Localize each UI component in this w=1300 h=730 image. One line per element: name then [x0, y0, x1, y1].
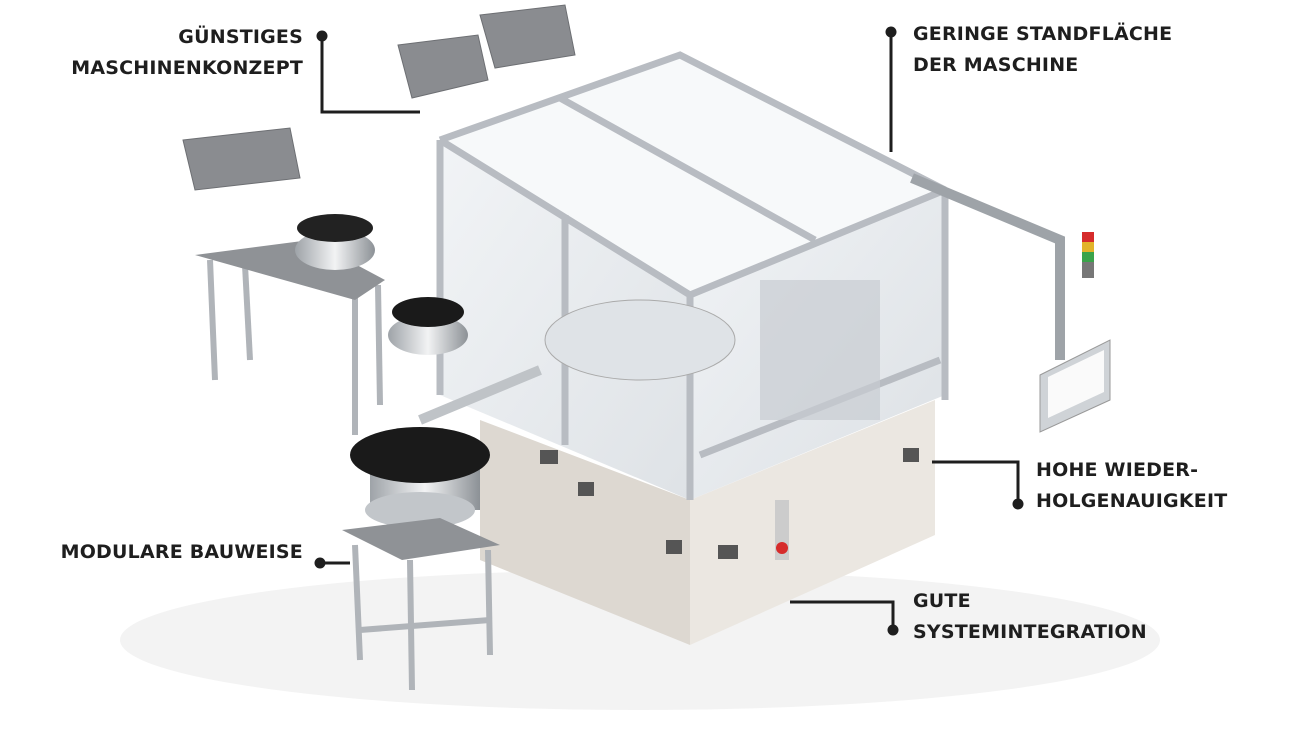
callout-dot: [887, 624, 899, 636]
callout-dot: [1012, 498, 1024, 510]
label-line: SYSTEMINTEGRATION: [913, 621, 1147, 643]
machine-base-cabinet: [480, 400, 935, 645]
label-high-repeatability: HOHE WIEDER- HOLGENAUIGKEIT: [1036, 455, 1227, 517]
label-line: GÜNSTIGES: [178, 26, 303, 48]
left-feeder-table: [207, 259, 383, 435]
signal-lamp-green: [1082, 252, 1094, 262]
label-line: MODULARE BAUWEISE: [60, 541, 303, 563]
label-line: GERINGE STANDFLÄCHE: [913, 23, 1173, 45]
machine-enclosure: [436, 51, 949, 500]
label-line: MASCHINENKONZEPT: [71, 57, 303, 79]
label-system-integration: GUTE SYSTEMINTEGRATION: [913, 586, 1147, 648]
callout-dot: [885, 26, 897, 38]
label-line: HOHE WIEDER-: [1036, 459, 1199, 481]
label-line: GUTE: [913, 590, 971, 612]
label-small-footprint: GERINGE STANDFLÄCHE DER MASCHINE: [913, 19, 1172, 81]
hoppers: [182, 4, 576, 191]
hmi-arm: [910, 173, 1111, 433]
label-cost-effective-concept: GÜNSTIGES MASCHINENKONZEPT: [71, 22, 303, 84]
signal-lamp-yellow: [1082, 242, 1094, 252]
label-modular-design: MODULARE BAUWEISE: [61, 537, 303, 568]
signal-lamp-red: [1082, 232, 1094, 242]
callout-dot: [316, 30, 328, 42]
callout-dot: [314, 557, 326, 569]
label-line: DER MASCHINE: [913, 54, 1079, 76]
emergency-stop-icon: [776, 542, 788, 554]
front-feeder-table: [352, 544, 493, 691]
vibratory-bowl-feeders: [295, 214, 490, 528]
label-line: HOLGENAUIGKEIT: [1036, 490, 1228, 512]
